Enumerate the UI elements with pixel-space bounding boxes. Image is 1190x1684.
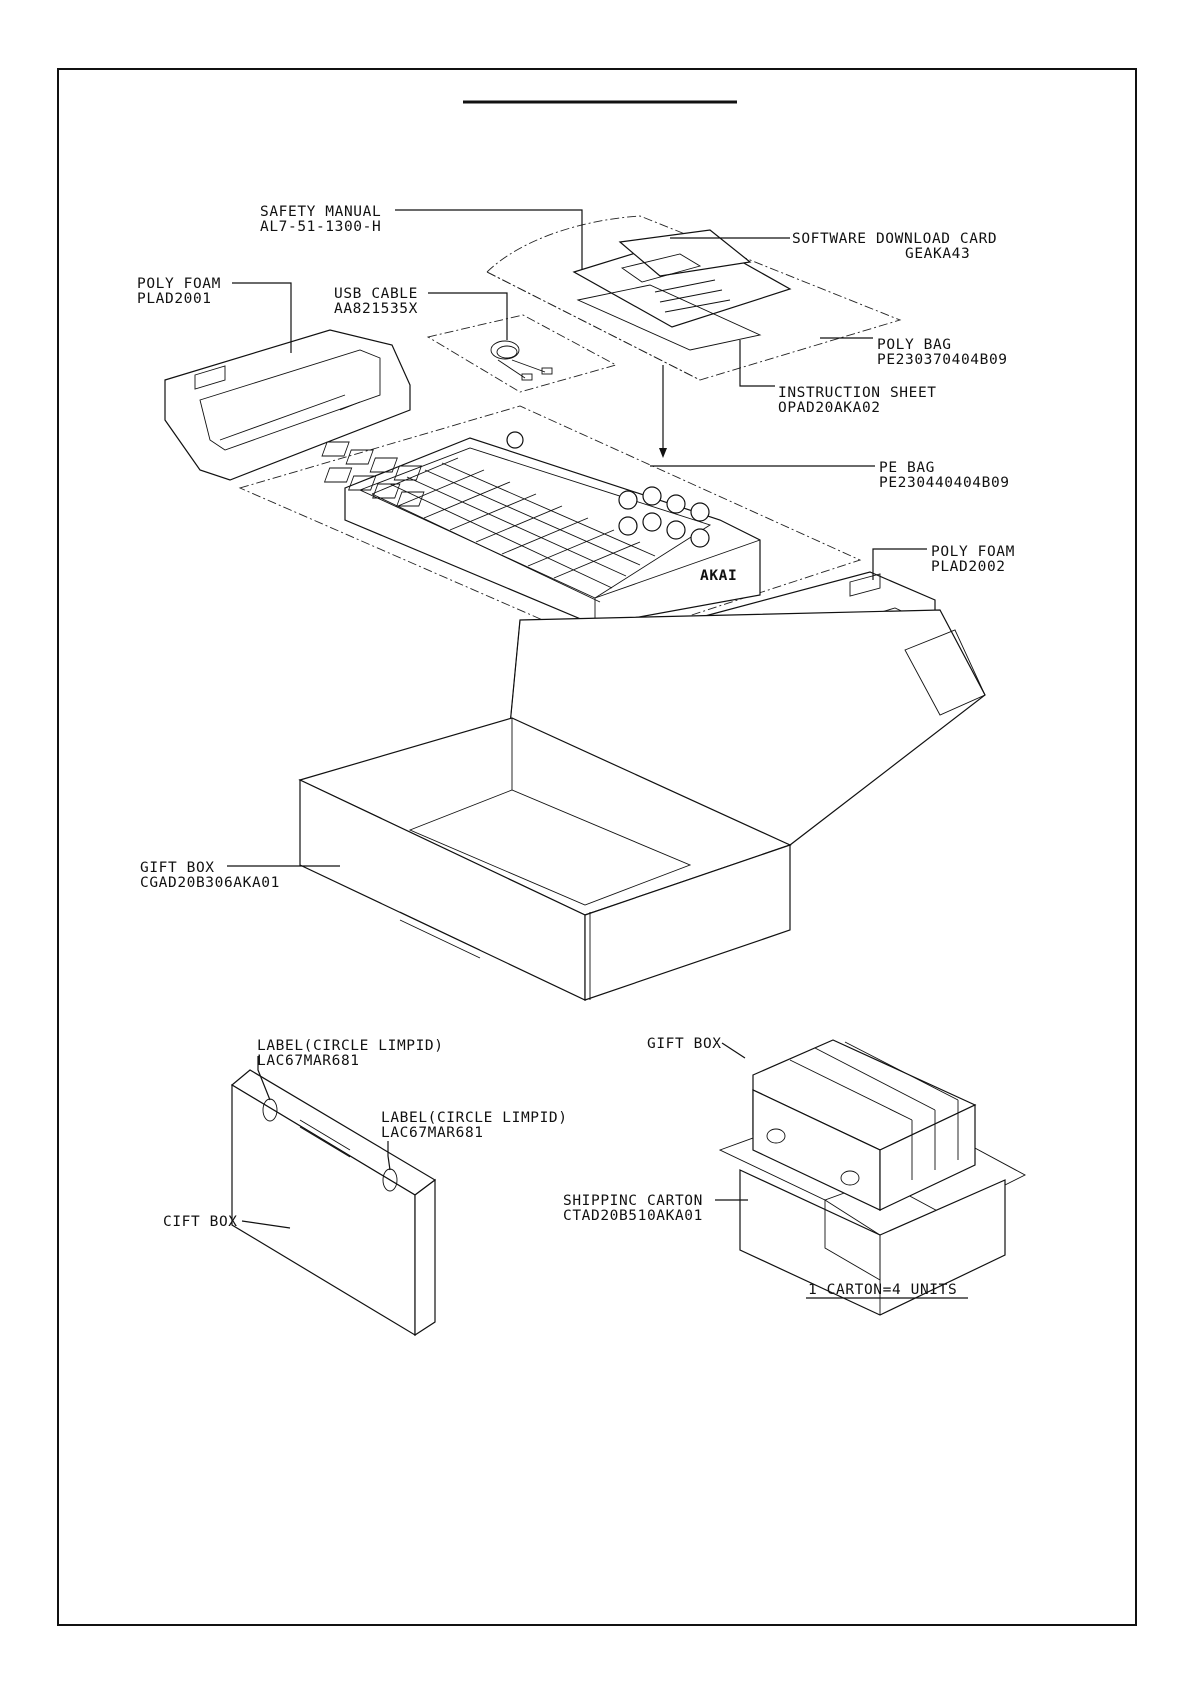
svg-text:OPAD20AKA02: OPAD20AKA02 [778,400,881,416]
callout-pe-bag: PE BAG PE230440404B09 [879,460,1010,491]
svg-text:POLY BAG: POLY BAG [877,337,952,353]
callout-poly-bag: POLY BAG PE230370404B09 [877,337,1008,368]
svg-text:CIFT BOX: CIFT BOX [163,1214,238,1230]
callout-safety-manual: SAFETY MANUAL AL7-51-1300-H [260,204,381,235]
svg-text:1 CARTON=4 UNITS: 1 CARTON=4 UNITS [808,1282,957,1298]
svg-text:PE BAG: PE BAG [879,460,935,476]
callout-shipping-carton: SHIPPINC CARTON CTAD20B510AKA01 [563,1193,703,1224]
drawing-frame [57,68,1137,1626]
svg-text:POLY FOAM: POLY FOAM [931,544,1015,560]
callout-poly-foam-right: POLY FOAM PLAD2002 [931,544,1015,575]
svg-text:CGAD20B306AKA01: CGAD20B306AKA01 [140,875,280,891]
pe-bag-illustration [238,405,862,646]
svg-text:GIFT BOX: GIFT BOX [647,1036,722,1052]
callout-poly-foam-left: POLY FOAM PLAD2001 [137,276,221,307]
svg-text:SOFTWARE DOWNLOAD CARD: SOFTWARE DOWNLOAD CARD [792,231,997,247]
poly-foam-left-illustration [164,329,411,481]
leader-lines [227,209,968,1299]
svg-text:POLY FOAM: POLY FOAM [137,276,221,292]
svg-text:LABEL(CIRCLE LIMPID): LABEL(CIRCLE LIMPID) [257,1038,444,1054]
callout-usb-cable: USB CABLE AA821535X [334,286,418,317]
svg-text:SHIPPINC CARTON: SHIPPINC CARTON [563,1193,703,1209]
svg-text:PE230370404B09: PE230370404B09 [877,352,1008,368]
svg-text:PE230440404B09: PE230440404B09 [879,475,1010,491]
callout-gift-box-small: CIFT BOX [163,1214,238,1230]
svg-text:GIFT BOX: GIFT BOX [140,860,215,876]
keyboard-controller-illustration: AKAI [321,431,761,626]
callout-carton-units: 1 CARTON=4 UNITS [808,1282,957,1298]
svg-text:LABEL(CIRCLE LIMPID): LABEL(CIRCLE LIMPID) [381,1110,568,1126]
svg-text:LAC67MAR681: LAC67MAR681 [257,1053,360,1069]
svg-text:SAFETY MANUAL: SAFETY MANUAL [260,204,381,220]
callout-gift-box-main: GIFT BOX CGAD20B306AKA01 [140,860,280,891]
gift-box-main-illustration [298,609,986,1001]
usb-cable-illustration [426,314,618,393]
shipping-carton-illustration [718,1039,1026,1316]
device-logo: AKAI [700,568,737,584]
svg-text:AA821535X: AA821535X [334,301,418,317]
callout-label-top: LABEL(CIRCLE LIMPID) LAC67MAR681 [257,1038,444,1069]
svg-text:AL7-51-1300-H: AL7-51-1300-H [260,219,381,235]
callout-instruction-sheet: INSTRUCTION SHEET OPAD20AKA02 [778,385,937,416]
svg-text:CTAD20B510AKA01: CTAD20B510AKA01 [563,1208,703,1224]
callout-software-card: SOFTWARE DOWNLOAD CARD GEAKA43 [792,231,997,262]
callout-gift-box-carton: GIFT BOX [647,1036,722,1052]
svg-text:INSTRUCTION SHEET: INSTRUCTION SHEET [778,385,937,401]
callout-label-mid: LABEL(CIRCLE LIMPID) LAC67MAR681 [381,1110,568,1141]
poly-bag-illustration [486,215,902,381]
svg-text:LAC67MAR681: LAC67MAR681 [381,1125,484,1141]
svg-text:PLAD2001: PLAD2001 [137,291,212,307]
svg-text:USB CABLE: USB CABLE [334,286,418,302]
svg-text:PLAD2002: PLAD2002 [931,559,1006,575]
gift-box-small-illustration [230,1069,437,1337]
svg-text:GEAKA43: GEAKA43 [905,246,970,262]
